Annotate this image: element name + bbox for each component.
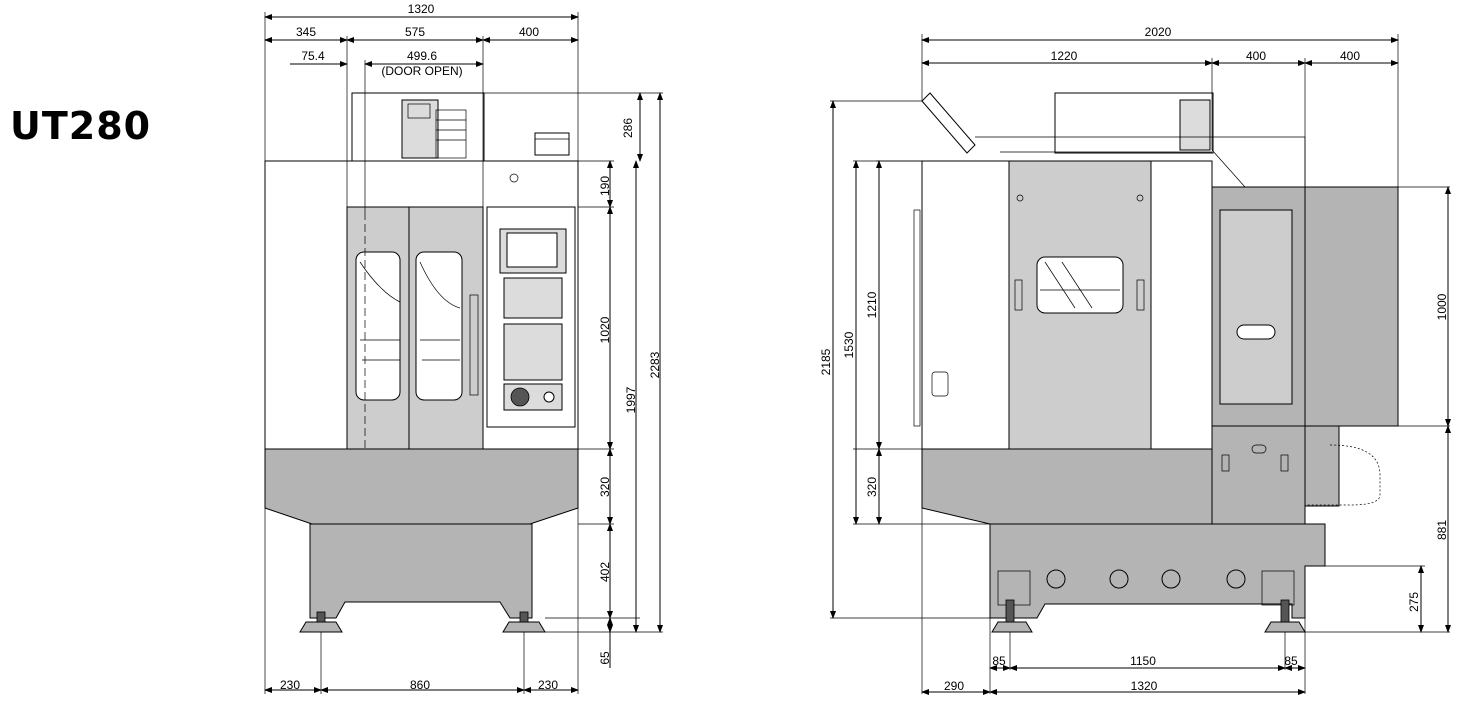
dim-front-230-right: 230 <box>538 678 558 692</box>
dim-side-400-a: 400 <box>1246 49 1266 63</box>
side-lower-electrical <box>1211 425 1306 525</box>
dim-side-1210: 1210 <box>865 291 879 318</box>
front-right-foot <box>502 621 546 633</box>
front-dimension-lines <box>264 14 663 693</box>
side-electrical-door <box>1219 209 1293 405</box>
dim-side-290: 290 <box>944 679 964 693</box>
dim-side-1000: 1000 <box>1435 293 1449 320</box>
side-right-foot <box>1264 621 1306 633</box>
dim-front-400: 400 <box>519 25 539 39</box>
dim-side-2185: 2185 <box>819 348 833 375</box>
side-extension-lines <box>830 34 1450 694</box>
dim-side-1220: 1220 <box>1051 49 1078 63</box>
dim-side-1320: 1320 <box>1131 679 1158 693</box>
dim-front-286: 286 <box>621 118 635 138</box>
front-left-foot <box>299 621 343 633</box>
side-arm <box>921 92 976 154</box>
dim-side-320: 320 <box>865 477 879 497</box>
dim-front-860: 860 <box>410 678 430 692</box>
side-cable-box <box>1304 425 1340 507</box>
dim-front-1997: 1997 <box>624 386 638 413</box>
side-view: 2020 1220 400 400 2185 1530 1210 320 100… <box>819 25 1451 695</box>
dim-front-door-open-note: (DOOR OPEN) <box>381 64 462 78</box>
side-latch <box>931 371 949 397</box>
front-view: 1320 345 575 400 75.4 499.6 (DOOR OPEN) … <box>264 2 663 694</box>
control-panel-handwheel <box>510 387 530 407</box>
control-panel-keypad-upper <box>503 277 563 319</box>
dim-front-65: 65 <box>598 651 612 665</box>
dim-front-190: 190 <box>598 176 612 196</box>
side-base-frame <box>921 448 1213 525</box>
dim-front-230-left: 230 <box>280 678 300 692</box>
front-base-frame <box>264 448 579 525</box>
side-dimension-lines <box>830 37 1451 695</box>
front-spindle-head <box>401 99 439 159</box>
front-top-small-box <box>534 132 570 156</box>
dim-front-1020: 1020 <box>598 316 612 343</box>
dim-front-2283: 2283 <box>648 351 662 378</box>
dim-side-overall-width: 2020 <box>1145 25 1172 39</box>
control-panel-keypad-lower <box>503 323 563 381</box>
dim-front-overall-width: 1320 <box>408 2 435 16</box>
dim-side-85-right: 85 <box>1284 654 1298 668</box>
dim-side-1150: 1150 <box>1130 654 1156 668</box>
side-pedestal <box>989 523 1326 619</box>
dim-front-75-4: 75.4 <box>301 49 325 63</box>
dim-side-400-b: 400 <box>1340 49 1360 63</box>
front-pedestal <box>309 523 533 619</box>
side-rear-panel <box>1304 186 1399 427</box>
model-title: UT280 <box>10 104 152 148</box>
dim-side-275: 275 <box>1407 592 1421 612</box>
front-door-handle <box>469 294 479 396</box>
dim-front-320: 320 <box>598 477 612 497</box>
side-left-foot <box>991 621 1033 633</box>
front-right-window <box>415 251 463 401</box>
dim-side-85-left: 85 <box>992 654 1006 668</box>
side-spindle-head <box>1179 99 1211 151</box>
control-panel-screen <box>506 232 558 268</box>
dim-front-575: 575 <box>405 25 425 39</box>
side-window <box>1036 256 1124 314</box>
dim-side-1530: 1530 <box>842 331 856 358</box>
control-panel-estop <box>543 391 555 403</box>
dim-front-402: 402 <box>598 562 612 582</box>
dim-side-881: 881 <box>1435 520 1449 540</box>
front-left-window <box>355 251 401 401</box>
dim-front-345: 345 <box>296 25 316 39</box>
dim-front-door-open: 499.6 <box>407 49 437 63</box>
